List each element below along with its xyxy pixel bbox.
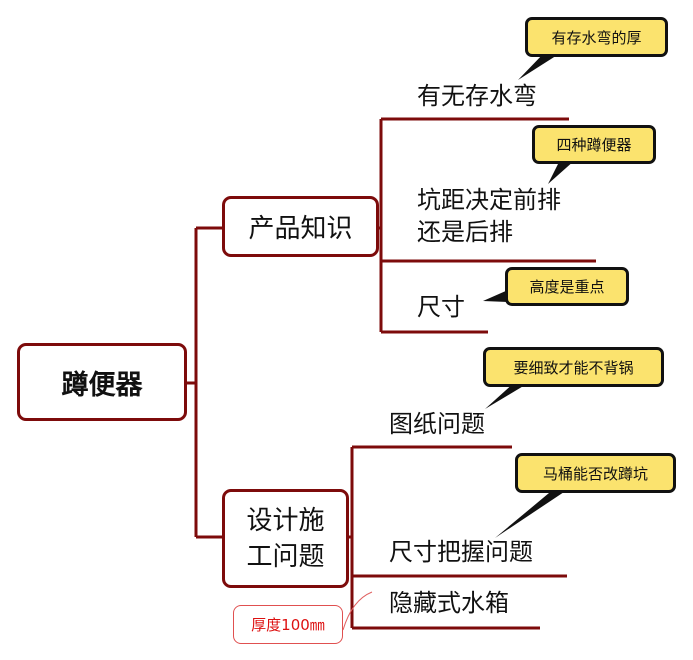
- topic-size-control[interactable]: 尺寸把握问题: [389, 538, 533, 566]
- callout-tail: [495, 488, 570, 538]
- root-connector: [187, 226, 222, 539]
- topic-line: 坑距决定前排: [417, 186, 561, 214]
- branch-label: 产品知识: [248, 214, 353, 244]
- topic-size[interactable]: 尺寸: [417, 293, 465, 321]
- callout-tail: [548, 160, 575, 184]
- note-connector: [342, 591, 373, 631]
- callout-pit-distance: 四种蹲便器: [532, 125, 656, 164]
- topic-pit-distance[interactable]: 坑距决定前排 还是后排: [417, 184, 561, 248]
- callout-tail: [518, 52, 562, 80]
- root-label: 蹲便器: [61, 369, 143, 401]
- branch1-connector: [378, 117, 596, 334]
- callout-text: 要细致才能不背锅: [513, 358, 634, 377]
- callout-text: 四种蹲便器: [556, 136, 632, 154]
- callout-tail: [483, 290, 508, 302]
- callout-text: 高度是重点: [529, 278, 605, 296]
- root-node[interactable]: 蹲便器: [17, 343, 187, 421]
- topic-line: 还是后排: [417, 218, 513, 246]
- callout-drawings: 要细致才能不背锅: [483, 347, 664, 387]
- branch-label-line: 设计施: [246, 505, 325, 536]
- branch2-connector: [348, 445, 567, 630]
- branch-label-line: 工问题: [246, 541, 325, 572]
- callout-text: 有存水弯的厚: [551, 28, 642, 47]
- branch-design-construction[interactable]: 设计施 工问题: [222, 489, 349, 588]
- note-thickness: 厚度100㎜: [233, 605, 343, 644]
- callout-size: 高度是重点: [505, 267, 629, 306]
- topic-water-trap[interactable]: 有无存水弯: [417, 82, 537, 110]
- callout-size-control: 马桶能否改蹲坑: [515, 453, 676, 493]
- topic-concealed-tank[interactable]: 隐藏式水箱: [389, 589, 509, 617]
- note-text: 厚度100㎜: [251, 616, 325, 634]
- branch-product-knowledge[interactable]: 产品知识: [222, 196, 379, 257]
- callout-tail: [485, 382, 530, 409]
- callout-text: 马桶能否改蹲坑: [542, 464, 648, 483]
- topic-drawings[interactable]: 图纸问题: [389, 410, 485, 438]
- callout-water-trap: 有存水弯的厚: [525, 17, 668, 57]
